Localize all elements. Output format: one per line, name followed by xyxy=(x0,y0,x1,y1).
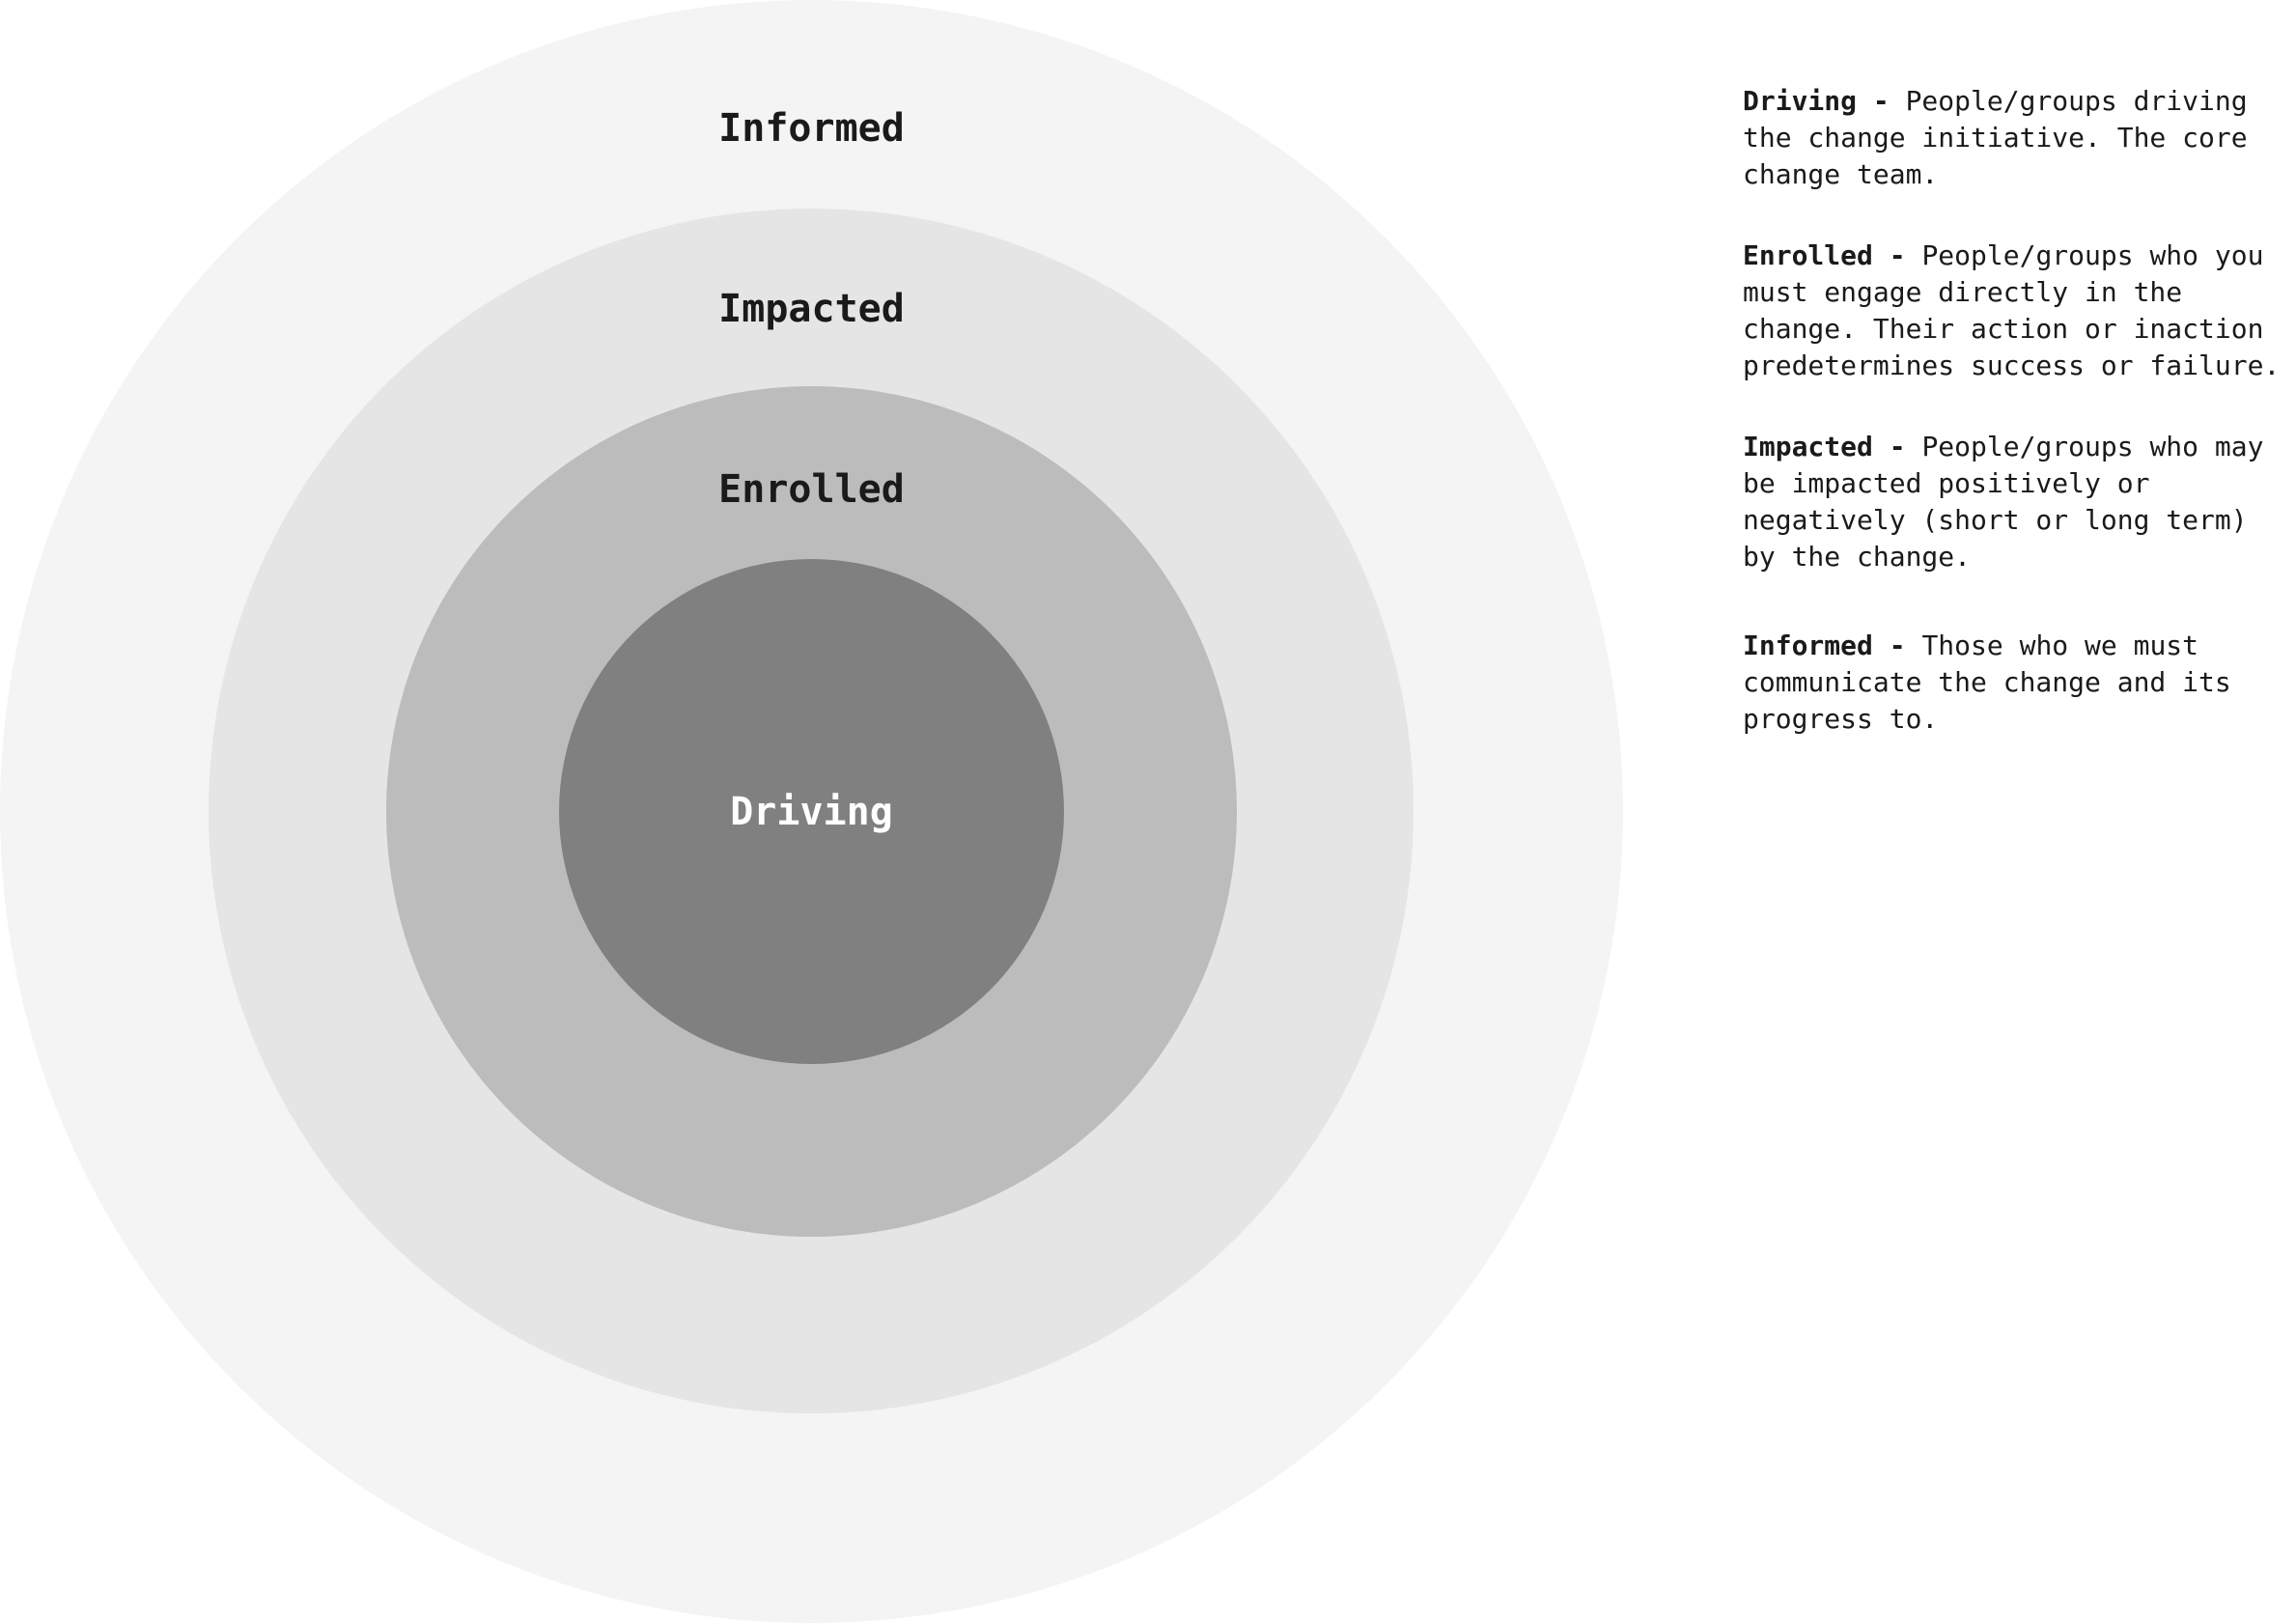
legend-item-enrolled: Enrolled - People/groups who you must en… xyxy=(1743,238,2288,384)
legend-item-impacted: Impacted - People/groups who may be impa… xyxy=(1743,429,2288,575)
legend-description: People/groups who you must engage direct… xyxy=(1743,239,2281,381)
legend-term: Driving - xyxy=(1743,85,1890,117)
ring-label-informed: Informed xyxy=(718,106,905,151)
ring-label-enrolled: Enrolled xyxy=(718,467,905,512)
legend-term: Enrolled - xyxy=(1743,239,1906,271)
legend-description: People/groups who may be impacted positi… xyxy=(1743,431,2264,573)
legend-item-informed: Informed - Those who we must communicate… xyxy=(1743,628,2288,738)
legend-term: Impacted - xyxy=(1743,431,1906,462)
legend-description: Those who we must communicate the change… xyxy=(1743,630,2231,735)
ring-driving xyxy=(559,559,1064,1064)
legend: Driving - People/groups driving the chan… xyxy=(1743,83,2288,782)
ring-label-driving: Driving xyxy=(730,790,893,834)
legend-description: People/groups driving the change initiat… xyxy=(1743,85,2248,190)
ring-label-impacted: Impacted xyxy=(718,287,905,331)
legend-item-driving: Driving - People/groups driving the chan… xyxy=(1743,83,2288,193)
legend-term: Informed - xyxy=(1743,630,1906,661)
